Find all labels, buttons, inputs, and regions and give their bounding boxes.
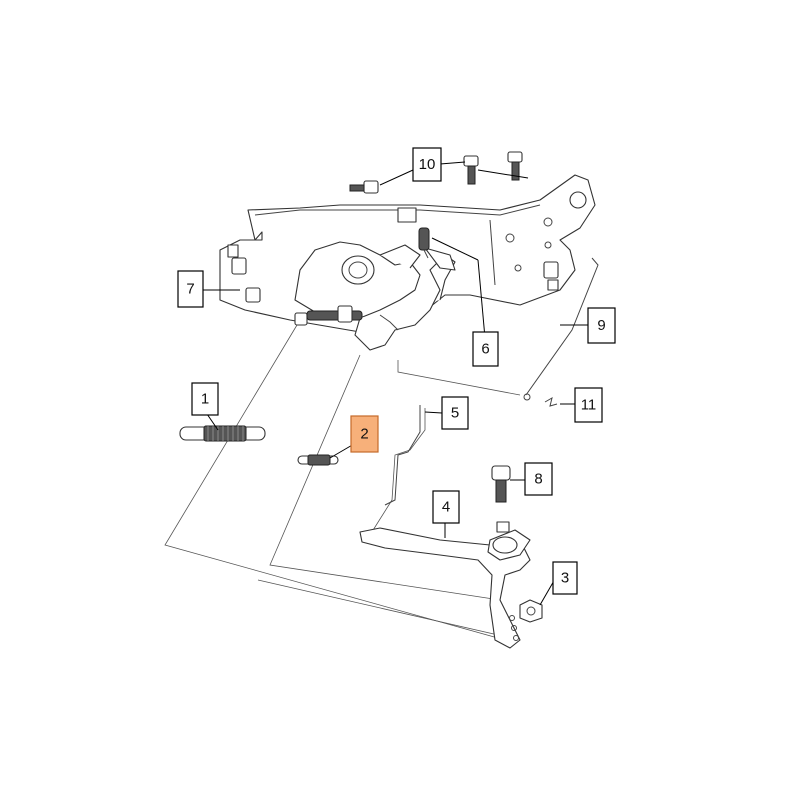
callout-3[interactable]: 3 <box>552 561 578 595</box>
callout-label-7: 7 <box>186 281 194 298</box>
callout-label-3: 3 <box>561 570 569 587</box>
callout-10[interactable]: 10 <box>412 147 442 182</box>
callout-4[interactable]: 4 <box>432 490 460 524</box>
callout-5[interactable]: 5 <box>441 396 469 430</box>
callout-6[interactable]: 6 <box>472 331 499 367</box>
callout-9[interactable]: 9 <box>587 307 616 344</box>
plate-standoffs <box>227 244 559 303</box>
callout-label-8: 8 <box>534 471 542 488</box>
bolt-10-a <box>463 155 479 185</box>
callout-8[interactable]: 8 <box>524 462 553 496</box>
link-rod-5 <box>384 405 421 506</box>
clip-11 <box>544 396 558 407</box>
callout-label-4: 4 <box>442 499 450 516</box>
leader-lines <box>203 161 588 606</box>
spring-2 <box>297 454 339 466</box>
callout-label-10: 10 <box>419 156 436 173</box>
callout-11[interactable]: 11 <box>574 387 603 423</box>
callout-label-2: 2 <box>360 426 368 443</box>
choke-cable-segment <box>294 305 363 326</box>
spring-1 <box>179 425 266 442</box>
nut-3 <box>519 599 543 623</box>
callout-1[interactable]: 1 <box>191 382 219 416</box>
callout-2[interactable]: 2 <box>350 415 379 453</box>
callout-label-1: 1 <box>201 391 209 408</box>
callout-label-9: 9 <box>597 317 605 334</box>
callout-label-6: 6 <box>481 341 489 358</box>
assembly-guide-lines <box>164 319 521 641</box>
bolt-8 <box>491 465 511 533</box>
bolt-10-b <box>507 151 523 181</box>
spring-6 <box>418 227 430 259</box>
callout-label-11: 11 <box>581 397 597 414</box>
lever-4 <box>359 527 531 649</box>
callout-label-5: 5 <box>451 405 459 422</box>
throttle-lever-assembly <box>294 207 456 351</box>
bolt-10-c <box>349 180 379 194</box>
link-rod-9 <box>523 257 599 401</box>
callout-7[interactable]: 7 <box>177 270 204 308</box>
